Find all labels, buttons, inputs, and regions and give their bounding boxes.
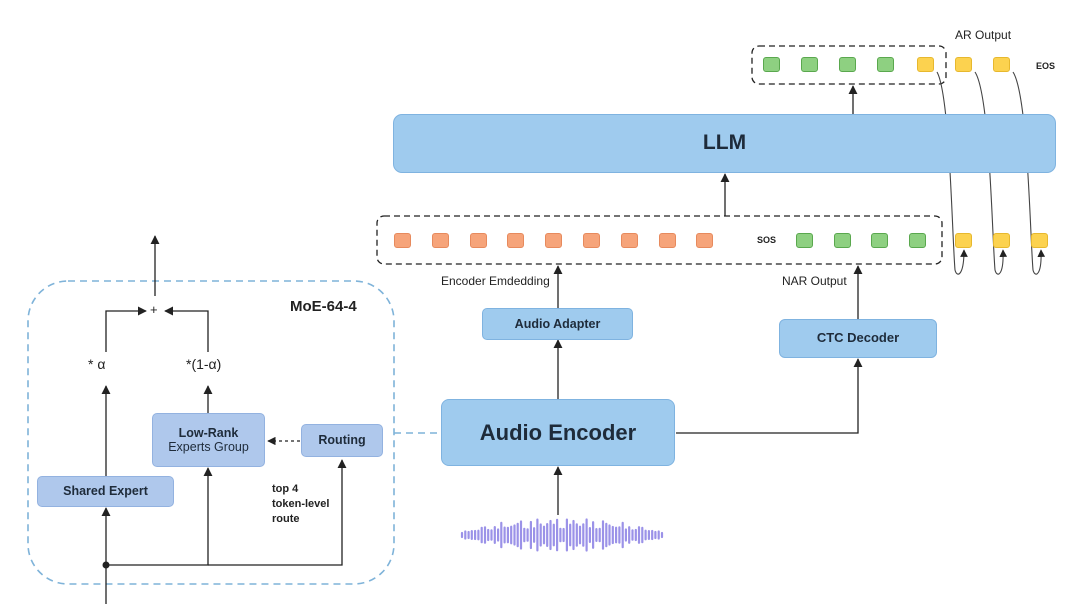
fed-back-token	[955, 233, 972, 248]
input-split-dot	[102, 561, 110, 569]
sos-label: SOS	[757, 235, 777, 245]
llm-label: LLM	[702, 131, 747, 155]
ar-output-container	[751, 45, 947, 85]
ctc-decoder-block: CTC Decoder	[779, 319, 937, 358]
embedding-token	[469, 233, 487, 248]
ar-text-token	[763, 57, 780, 72]
encoder-to-ctc-arrow	[676, 358, 863, 434]
route-note-line-2: token-level	[272, 498, 330, 510]
input-to-routing-arrow	[208, 459, 347, 566]
embedding-token	[394, 233, 411, 248]
input-token-container	[376, 215, 943, 265]
nar-token	[796, 233, 813, 248]
embedding-token	[507, 233, 525, 248]
embedding-token	[658, 233, 676, 248]
experts-group-label: Experts Group	[168, 440, 249, 454]
nar-token	[833, 233, 851, 248]
one-minus-alpha-weight: *(1-α)	[186, 356, 222, 372]
embedding-token	[431, 233, 449, 248]
ar-text-token	[877, 57, 894, 72]
ar-generated-token	[993, 57, 1010, 72]
autoregressive-feedback-curves	[936, 71, 1046, 275]
embedding-token	[545, 233, 563, 248]
nar-token	[908, 233, 926, 248]
ar-text-token	[801, 57, 818, 72]
nar-token	[871, 233, 888, 248]
audio-adapter-label: Audio Adapter	[514, 316, 601, 331]
shared-expert-block: Shared Expert	[37, 476, 174, 507]
fed-back-token	[993, 233, 1010, 248]
shared-expert-label: Shared Expert	[63, 484, 148, 499]
embedding-token	[583, 233, 600, 248]
fed-back-token	[1031, 233, 1048, 248]
ctc-decoder-label: CTC Decoder	[816, 330, 900, 346]
audio-encoder-block: Audio Encoder	[441, 399, 675, 466]
low-rank-label: Low-Rank	[178, 425, 239, 440]
ar-output-label: AR Output	[955, 28, 1012, 42]
audio-waveform	[460, 518, 664, 552]
plus-sign: +	[150, 302, 158, 317]
encoder-embedding-label: Encoder Emdedding	[441, 274, 550, 288]
llm-block: LLM	[393, 114, 1056, 173]
ar-generated-token	[955, 57, 972, 72]
routing-block: Routing	[301, 424, 383, 457]
alpha-weight: * α	[88, 356, 106, 372]
low-rank-experts-block: Low-Rank Experts Group	[152, 413, 265, 467]
route-note-line-3: route	[272, 513, 300, 525]
oneminus-to-plus-line	[164, 306, 209, 352]
alpha-to-plus-line	[105, 306, 147, 352]
embedding-token	[696, 233, 714, 248]
audio-adapter-block: Audio Adapter	[482, 308, 633, 340]
moe-title: MoE-64-4	[290, 298, 357, 315]
routing-label: Routing	[318, 433, 366, 448]
route-note-line-1: top 4	[272, 483, 299, 495]
ar-text-token	[839, 57, 856, 72]
route-note: top 4 token-level route	[272, 482, 329, 527]
embedding-token	[620, 233, 638, 248]
audio-encoder-label: Audio Encoder	[479, 419, 637, 445]
eos-label: EOS	[1036, 61, 1056, 71]
ar-generated-token	[917, 57, 934, 72]
nar-output-label: NAR Output	[782, 274, 847, 288]
